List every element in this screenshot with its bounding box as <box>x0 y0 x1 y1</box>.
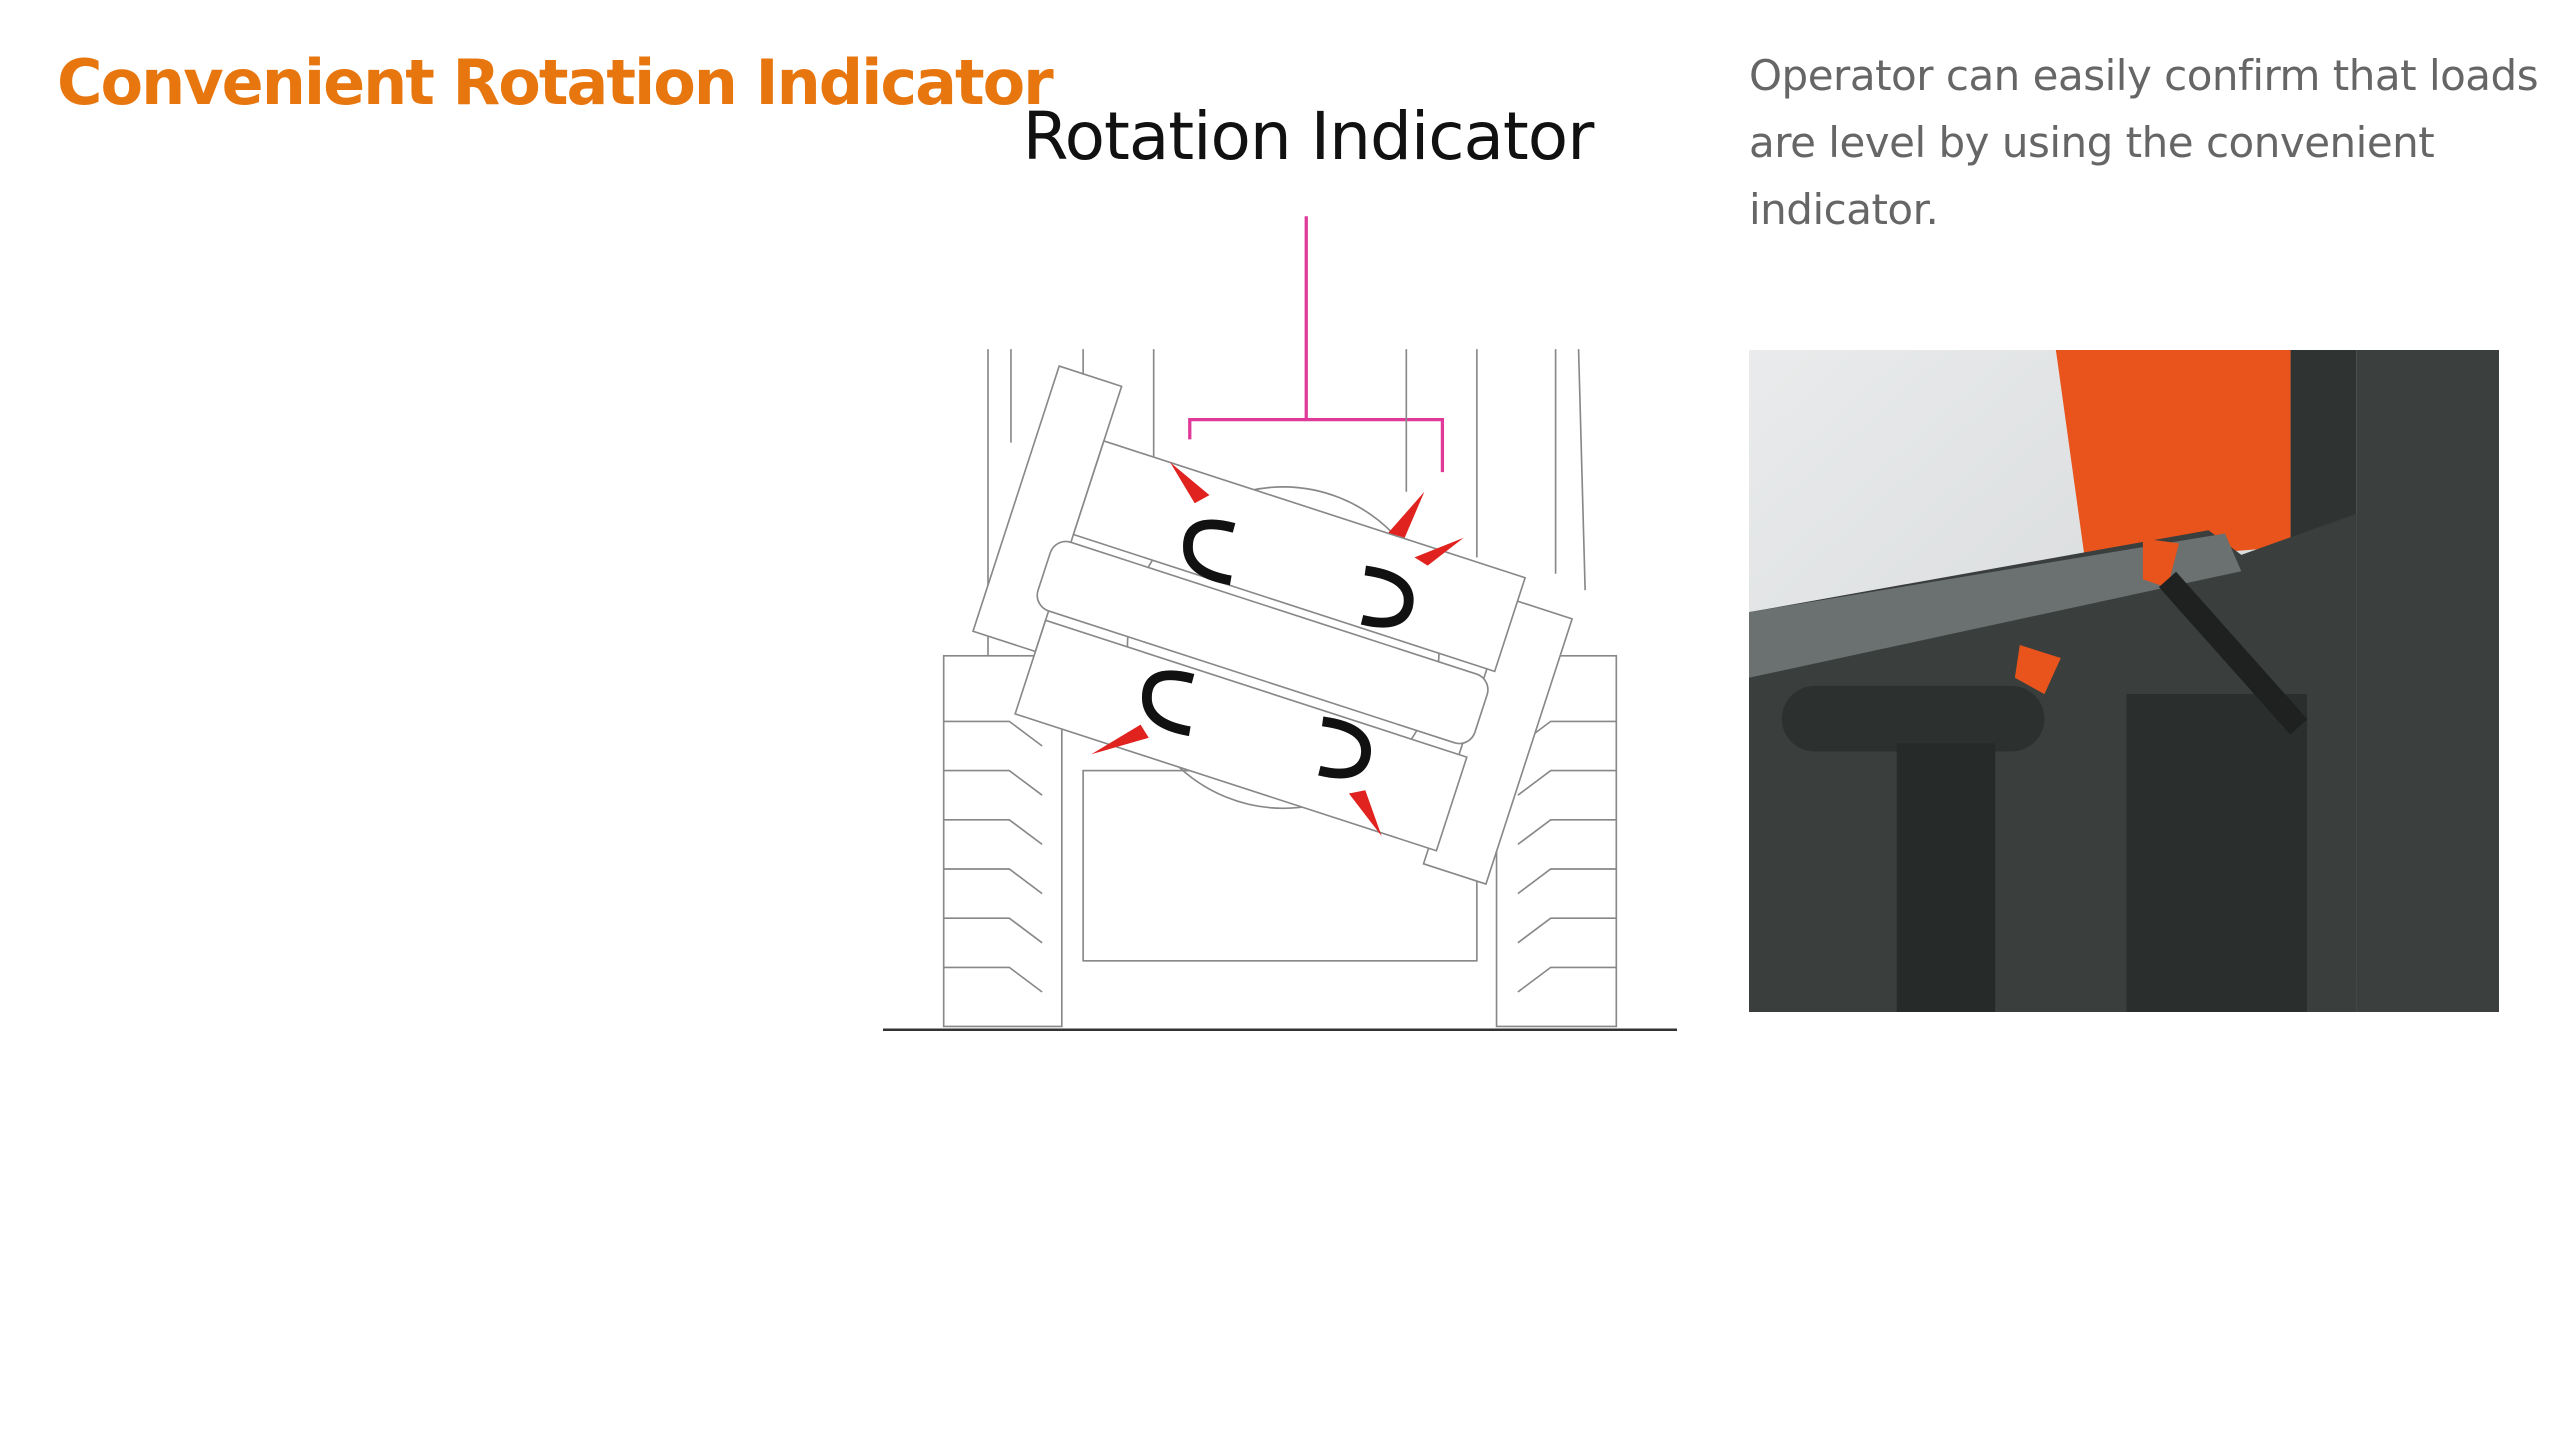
page-title: Convenient Rotation Indicator <box>57 46 1054 119</box>
description-text: Operator can easily confirm that loads a… <box>1749 51 2539 234</box>
rotation-indicator-photo <box>1749 350 2499 1012</box>
rotation-indicator-diagram <box>883 216 1677 1031</box>
diagram-label: Rotation Indicator <box>1022 98 1595 175</box>
